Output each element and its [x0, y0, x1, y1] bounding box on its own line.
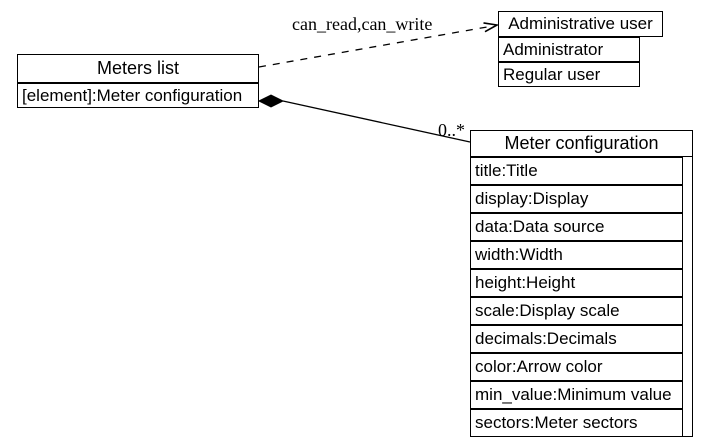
class-meter-config-attribute: color:Arrow color	[470, 353, 683, 381]
class-meter-config-attribute: title:Title	[470, 157, 683, 185]
class-meter-config-attribute: decimals:Decimals	[470, 325, 683, 353]
composition-multiplicity-label: 0..*	[438, 120, 465, 140]
class-meter-config-attribute: width:Width	[470, 241, 683, 269]
class-meters-list-attribute: [element]:Meter configuration	[17, 83, 259, 108]
class-meters-list-header: Meters list	[17, 54, 259, 83]
class-admin-user-header: Administrative user	[498, 11, 663, 37]
class-meter-config-attribute: scale:Display scale	[470, 297, 683, 325]
composition-diamond-icon	[257, 94, 285, 108]
class-admin-user-attribute: Regular user	[498, 62, 640, 87]
class-meter-config-attribute: data:Data source	[470, 213, 683, 241]
class-meter-config-attribute: sectors:Meter sectors	[470, 409, 683, 437]
class-meter-config-attribute: min_value:Minimum value	[470, 381, 683, 409]
class-meter-config-attribute: height:Height	[470, 269, 683, 297]
dependency-open-arrowhead-icon	[483, 22, 500, 33]
class-admin-user-attribute: Administrator	[498, 37, 640, 62]
class-meter-config-attribute: display:Display	[470, 185, 683, 213]
class-meter-config-header: Meter configuration	[470, 130, 693, 157]
dependency-edge-label: can_read,can_write	[292, 14, 433, 34]
